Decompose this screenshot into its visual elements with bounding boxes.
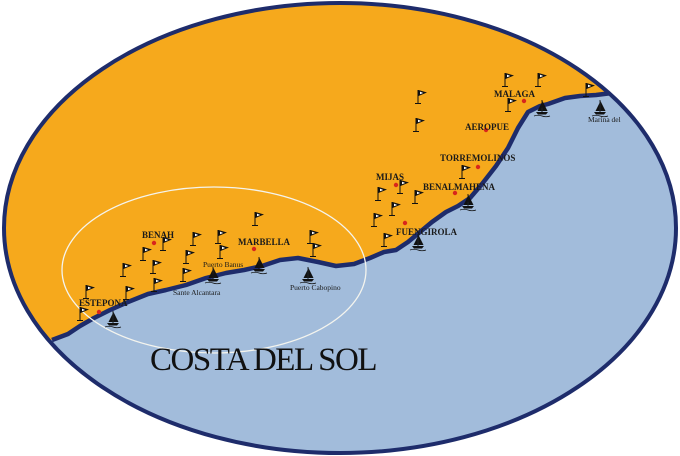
highlight-ring	[61, 186, 367, 354]
town-label-benalmadena[interactable]: BENALMAHENA	[423, 182, 496, 192]
town-label-mijas[interactable]: MIJAS	[376, 172, 404, 182]
town-label-fuengirola[interactable]: FUENGIROLA	[396, 227, 458, 237]
town-marker[interactable]	[521, 98, 527, 104]
port-label-puerto-cabopino[interactable]: Puerto Cabopino	[290, 283, 341, 292]
land-area	[4, 3, 676, 342]
town-label-aeropuerto[interactable]: AEROPUE	[465, 122, 509, 132]
town-marker[interactable]	[452, 190, 458, 196]
town-label-marbella[interactable]: MARBELLA	[238, 237, 291, 247]
town-marker[interactable]	[475, 164, 481, 170]
map-title: COSTA DEL SOL	[150, 342, 376, 378]
town-label-torremolinos[interactable]: TORREMOLINOS	[440, 153, 515, 163]
town-marker[interactable]	[393, 182, 399, 188]
town-label-benahavis[interactable]: BENAH	[142, 230, 174, 240]
town-marker[interactable]	[96, 309, 102, 315]
port-label-marina-del-este[interactable]: Marina del	[588, 115, 621, 124]
port-label-puerto-banus[interactable]: Puerto Banus	[203, 260, 243, 269]
town-label-malaga[interactable]: MALAGA	[494, 89, 535, 99]
port-label-sante-alcantara[interactable]: Sante Alcantara	[173, 288, 221, 297]
town-marker[interactable]	[402, 220, 408, 226]
town-label-estepona[interactable]: ESTEPONA	[79, 298, 128, 308]
town-markers	[96, 98, 527, 315]
town-marker[interactable]	[483, 127, 489, 133]
town-marker[interactable]	[251, 246, 257, 252]
town-marker[interactable]	[151, 240, 157, 246]
